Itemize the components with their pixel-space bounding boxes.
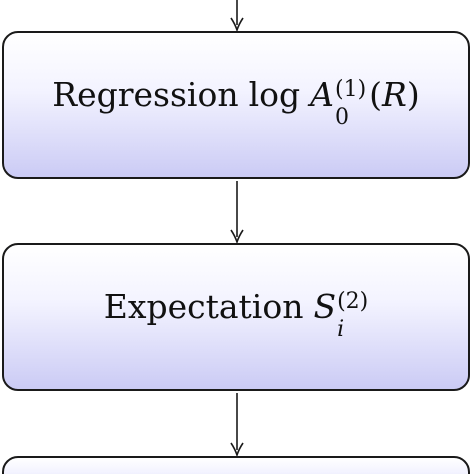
argument-close-paren: ) xyxy=(406,74,420,114)
arrow-regression-to-expectation xyxy=(230,181,244,245)
symbol-s-superscript: (2) xyxy=(337,288,369,314)
argument-open-paren: ( xyxy=(369,74,383,114)
expectation-step-label: Expectation S (2) i xyxy=(104,290,369,345)
expectation-word: Expectation xyxy=(103,286,304,326)
log-function: log xyxy=(248,74,301,114)
regression-word: Regression xyxy=(52,74,239,114)
symbol-a: A xyxy=(310,74,334,114)
symbol-a-scripts: (1) 0 xyxy=(334,78,366,139)
expectation-step-box: Expectation S (2) i xyxy=(2,243,470,391)
symbol-s-scripts: (2) i xyxy=(337,290,368,351)
regression-step-label: Regression log A (1) 0 ( R ) xyxy=(52,78,420,133)
arrow-into-regression xyxy=(230,0,244,33)
symbol-a-superscript: (1) xyxy=(334,76,367,102)
arrow-expectation-to-next xyxy=(230,393,244,458)
argument-r: R xyxy=(382,74,407,114)
symbol-s: S xyxy=(313,286,337,326)
symbol-a-subscript: 0 xyxy=(334,104,349,130)
regression-step-box: Regression log A (1) 0 ( R ) xyxy=(2,31,470,179)
symbol-s-subscript: i xyxy=(337,316,345,342)
next-step-box xyxy=(2,456,470,474)
